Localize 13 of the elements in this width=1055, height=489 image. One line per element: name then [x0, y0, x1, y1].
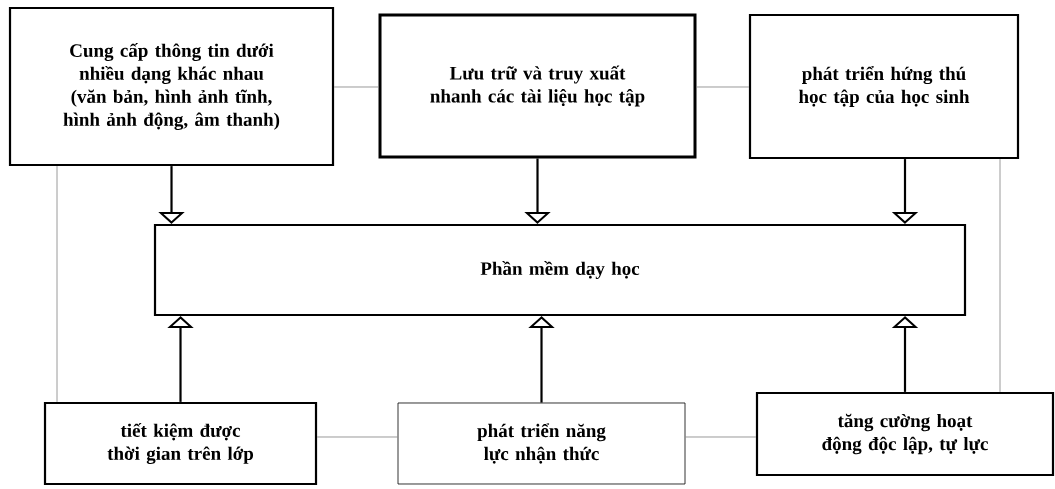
- text-box: phát triển hứng thú học tập của học sinh: [748, 13, 1020, 160]
- text-box: phát triển năng lực nhận thức: [397, 402, 686, 485]
- connector-line: [333, 86, 379, 88]
- text-box: Phần mềm dạy học: [153, 223, 967, 317]
- text-box: Lưu trữ và truy xuất nhanh các tài liệu học tập: [378, 13, 697, 159]
- text-box: Cung cấp thông tin dưới nhiều dạng khác nhau (văn bản, hình ảnh tĩnh, hình ảnh động, âm thanh): [8, 6, 335, 167]
- connector-line: [316, 436, 398, 438]
- text-box: tăng cường hoạt động độc lập, tự lực: [755, 391, 1055, 477]
- connector-line: [696, 86, 750, 88]
- text-box: tiết kiệm được thời gian trên lớp: [43, 401, 318, 486]
- connector-line: [685, 436, 757, 438]
- connector-line: [999, 158, 1001, 393]
- connector-line: [56, 165, 58, 403]
